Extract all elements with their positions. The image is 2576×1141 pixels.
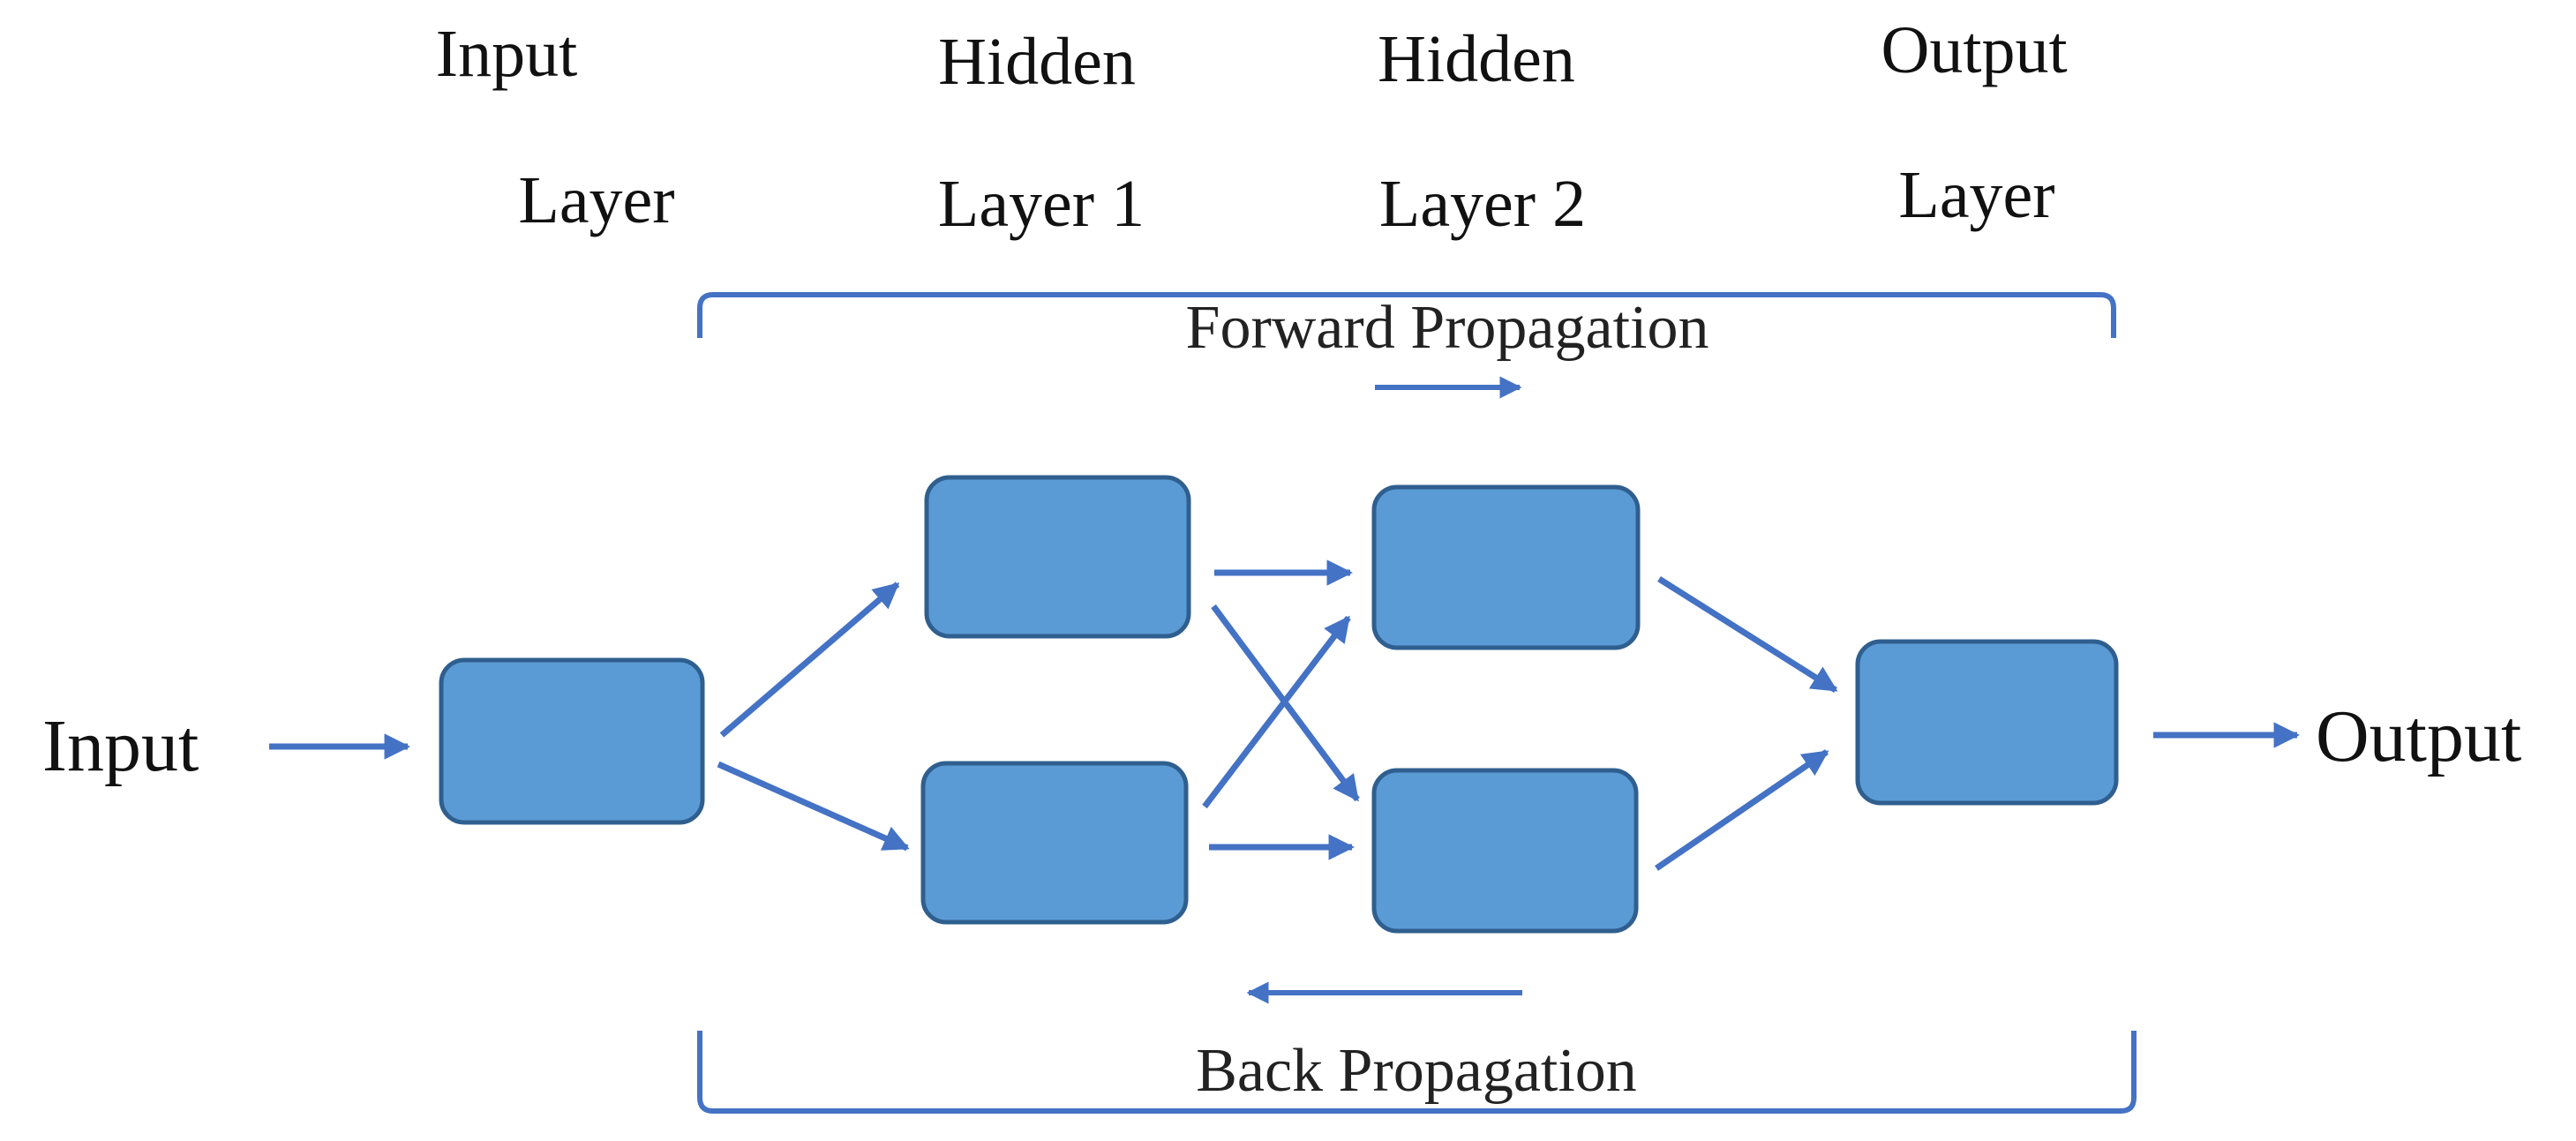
forward-propagation-label: Forward Propagation — [1186, 294, 1709, 362]
nodes — [439, 475, 2119, 934]
back-propagation-label: Back Propagation — [1196, 1037, 1637, 1105]
hidden-1-node-bottom — [920, 761, 1189, 925]
arrow-input-to-hidden1-bottom — [717, 761, 910, 852]
arrow-h2top-to-output — [1657, 576, 1838, 693]
hidden-layer-1-subtitle: Layer 1 — [938, 167, 1145, 241]
back-propagation-bracket — [697, 1031, 2137, 1114]
input-node — [439, 657, 705, 825]
output-layer-title: Output — [1881, 13, 2067, 87]
connection-arrows — [269, 559, 2300, 871]
arrow-h1bottom-to-h2top — [1202, 615, 1351, 809]
output-node — [1855, 639, 2119, 806]
input-label: Input — [42, 705, 199, 787]
hidden-1-node-top — [924, 475, 1191, 639]
arrow-input-to-hidden1-top — [719, 582, 900, 738]
hidden-2-node-bottom — [1371, 768, 1639, 934]
arrow-h2bottom-to-output — [1655, 749, 1829, 871]
hidden-layer-2-title: Hidden — [1378, 22, 1575, 96]
hidden-layer-1-title: Hidden — [938, 25, 1136, 99]
input-layer-subtitle: Layer — [518, 163, 674, 237]
forward-propagation-bracket — [697, 292, 2116, 338]
output-label: Output — [2316, 695, 2521, 777]
layer-headings: Input Layer Hidden Layer 1 Hidden Layer … — [436, 13, 2068, 241]
hidden-layer-2-subtitle: Layer 2 — [1379, 167, 1586, 241]
input-layer-title: Input — [436, 17, 577, 91]
output-layer-subtitle: Layer — [1898, 158, 2054, 232]
hidden-2-node-top — [1371, 484, 1641, 650]
